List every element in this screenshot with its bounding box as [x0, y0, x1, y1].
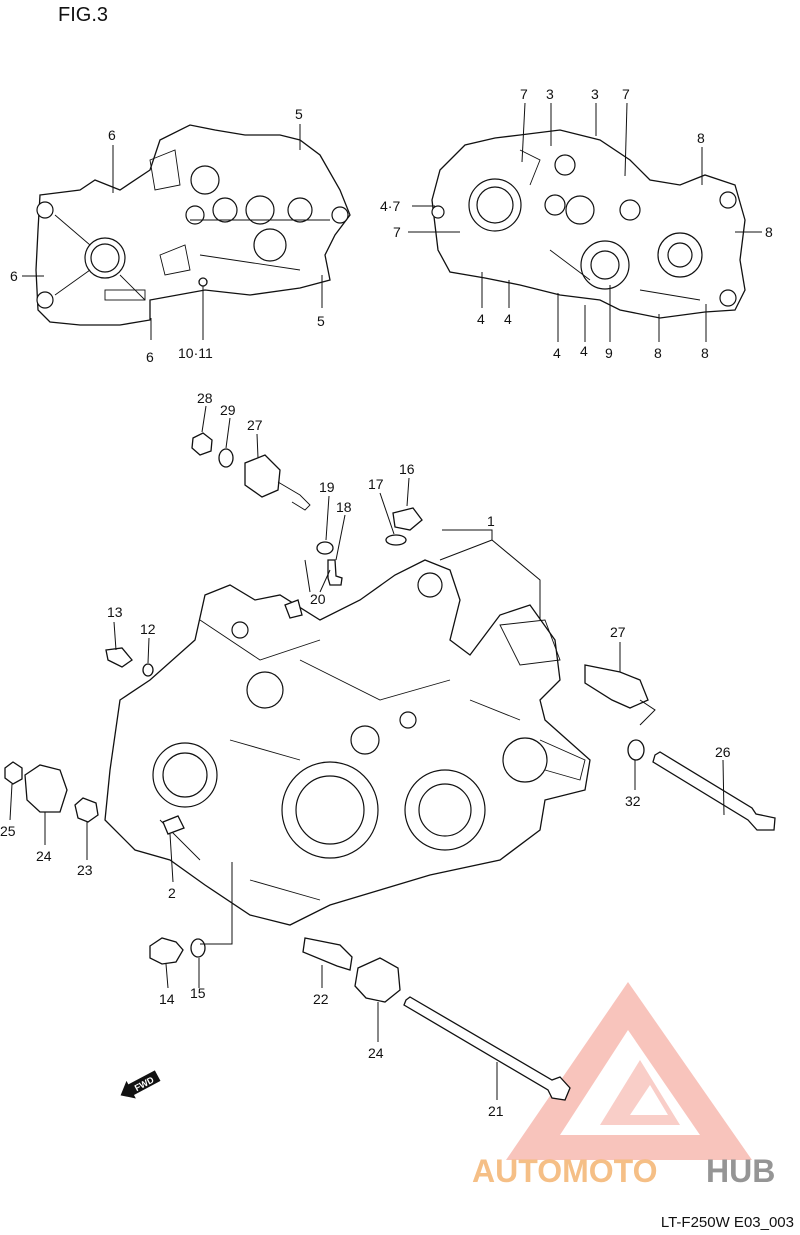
- callout: 12: [140, 621, 156, 637]
- watermark-text: AUTOMOTO HUB: [472, 1153, 775, 1189]
- nut-25: [4, 761, 23, 785]
- callout: 5: [295, 106, 303, 122]
- bearing-24-lower: [354, 957, 401, 1003]
- pin-22: [302, 937, 353, 971]
- dowel-2: [162, 815, 185, 835]
- callout: 19: [319, 479, 335, 495]
- oring-12: [142, 663, 154, 677]
- callout: 4: [477, 311, 485, 327]
- callout: 32: [625, 793, 641, 809]
- callout: 4·7: [380, 198, 400, 214]
- bearing-27-right: [584, 664, 649, 709]
- model-code: LT-F250W E03_003: [660, 1214, 794, 1231]
- callout: 18: [336, 499, 352, 515]
- callout: 22: [313, 991, 329, 1007]
- washer-19: [316, 541, 334, 555]
- callout: 7: [520, 86, 528, 102]
- callout: 6: [10, 268, 18, 284]
- callout: 23: [77, 862, 93, 878]
- callout: 16: [399, 461, 415, 477]
- callout: 1: [487, 513, 495, 529]
- callout: 7: [393, 224, 401, 240]
- callout: 8: [765, 224, 773, 240]
- callout: 10·11: [178, 345, 213, 361]
- callout: 28: [197, 390, 213, 406]
- callout: 14: [159, 991, 175, 1007]
- callout: 6: [146, 349, 154, 365]
- small-parts: [4, 277, 776, 1101]
- callout: 4: [504, 311, 512, 327]
- bolt-18: [327, 559, 343, 586]
- callout: 7: [622, 86, 630, 102]
- callout: 25: [0, 823, 16, 839]
- washer-32: [627, 739, 645, 761]
- callout: 8: [697, 130, 705, 146]
- callout: 24: [36, 848, 52, 864]
- washer-29: [218, 448, 234, 468]
- callout: 8: [654, 345, 662, 361]
- washer-15: [190, 938, 206, 958]
- oring-17: [385, 534, 407, 546]
- sensor-13: [105, 647, 133, 668]
- callout: 17: [368, 476, 384, 492]
- callout: 27: [610, 624, 626, 640]
- callout: 5: [317, 313, 325, 329]
- callout: 6: [108, 127, 116, 143]
- bolt-26: [652, 751, 776, 831]
- crankcase-assembly: [104, 559, 591, 926]
- nut-28: [191, 432, 213, 456]
- callout: 29: [220, 402, 236, 418]
- bolt-14: [149, 937, 184, 965]
- plug-16: [392, 507, 423, 531]
- callout: 3: [591, 86, 599, 102]
- fwd-direction-arrow: FWD: [120, 1070, 161, 1099]
- left-crankcase-half: [35, 124, 351, 326]
- callout: 9: [605, 345, 613, 361]
- right-crankcase-half: [431, 129, 746, 319]
- watermark-brand-part1: AUTOMOTO: [472, 1153, 657, 1189]
- callout: 20: [310, 591, 326, 607]
- callout: 4: [580, 343, 588, 359]
- callout-labels: 6 5 6 5 6 10·11 7 3 3 7 8 4·7 7 8 4 4 4 …: [0, 86, 773, 1119]
- watermark-brand-part2: HUB: [706, 1153, 775, 1189]
- callout: 3: [546, 86, 554, 102]
- seal-23: [74, 797, 99, 823]
- bearing-24-left: [24, 764, 68, 813]
- bearing-27-top: [244, 454, 281, 498]
- watermark-logo: [506, 982, 752, 1160]
- leader-lines: [9, 102, 762, 1100]
- callout: 15: [190, 985, 206, 1001]
- callout: 26: [715, 744, 731, 760]
- callout: 8: [701, 345, 709, 361]
- callout: 24: [368, 1045, 384, 1061]
- callout: 21: [488, 1103, 504, 1119]
- callout: 4: [553, 345, 561, 361]
- figure-title: FIG.3: [58, 4, 109, 26]
- callout: 13: [107, 604, 123, 620]
- callout: 27: [247, 417, 263, 433]
- callout: 2: [168, 885, 176, 901]
- bolt-21: [403, 996, 571, 1101]
